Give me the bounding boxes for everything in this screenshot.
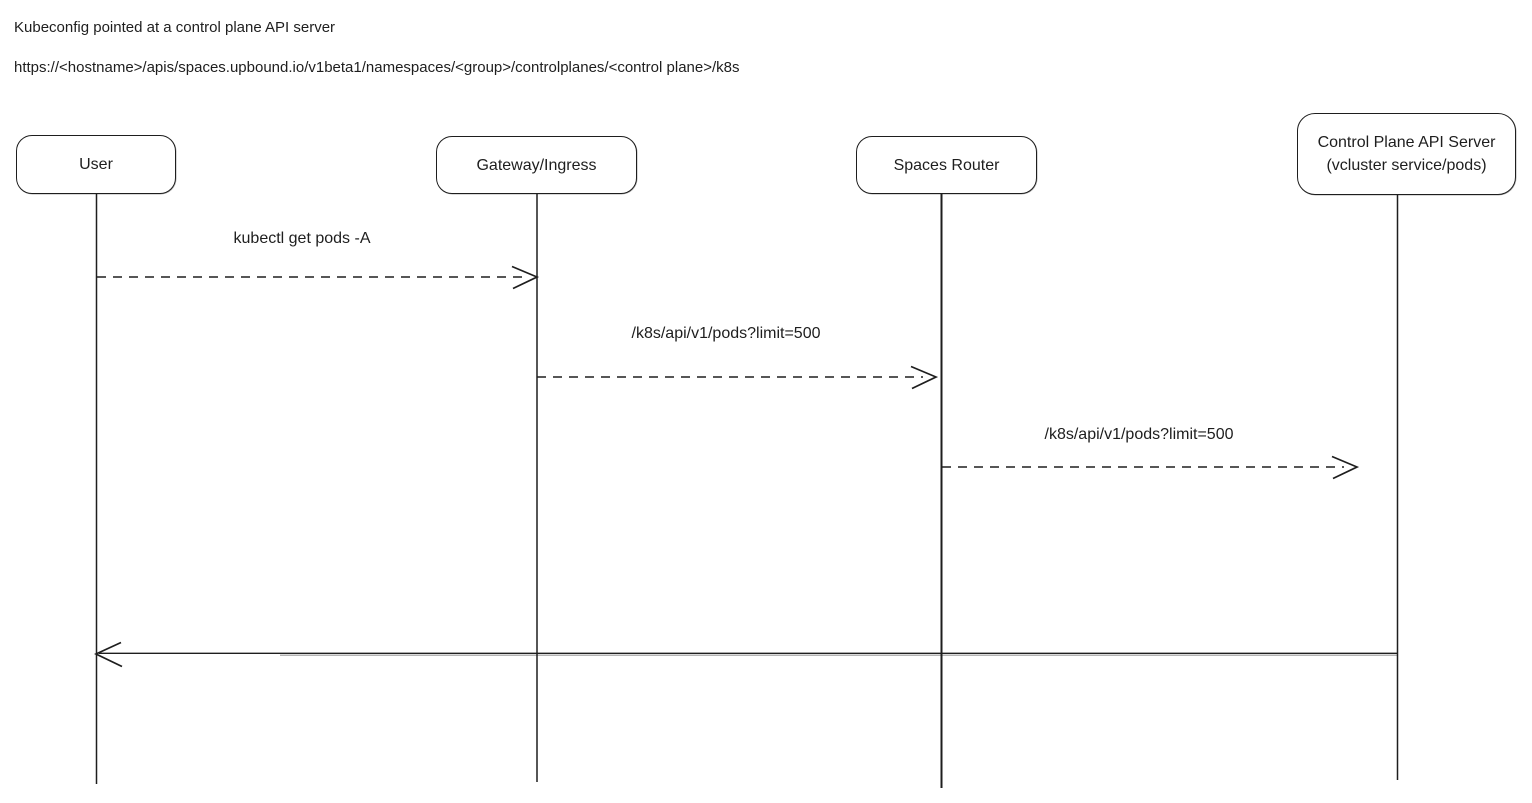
arrow-k8s-pods-1-head: [910, 365, 939, 390]
kubeconfig-url-text: https://<hostname>/apis/spaces.upbound.i…: [14, 59, 740, 76]
arrow-k8s-pods-2-head: [1331, 455, 1360, 480]
actor-box-user: User: [16, 135, 176, 194]
message-label-kubectl-get-pods: kubectl get pods -A: [233, 230, 371, 247]
arrow-return-head: [94, 641, 123, 668]
actor-box-spaces-router: Spaces Router: [856, 136, 1037, 194]
actor-box-gateway-ingress: Gateway/Ingress: [436, 136, 637, 194]
diagram-title: Kubeconfig pointed at a control plane AP…: [14, 19, 336, 36]
actor-label-control-plane-line1: Control Plane API Server: [1317, 134, 1496, 151]
actor-label-control-plane-line2: (vcluster service/pods): [1326, 157, 1487, 174]
message-label-k8s-pods-request-1: /k8s/api/v1/pods?limit=500: [631, 325, 821, 342]
actor-box-control-plane: Control Plane API Server (vcluster servi…: [1297, 113, 1516, 195]
actor-label-gateway-ingress: Gateway/Ingress: [476, 156, 597, 174]
actor-label-spaces-router: Spaces Router: [893, 156, 1000, 174]
message-label-k8s-pods-request-2: /k8s/api/v1/pods?limit=500: [1044, 426, 1234, 443]
actor-label-user: User: [79, 156, 113, 173]
arrow-kubectl-head: [511, 265, 540, 290]
